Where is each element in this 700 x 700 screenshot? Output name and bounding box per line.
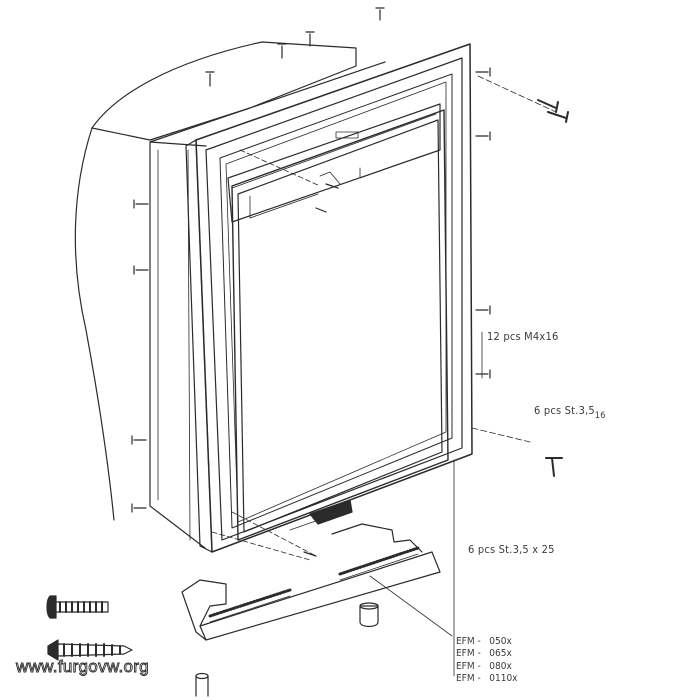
screw-detail-st — [47, 639, 133, 661]
cabinet-wall-outline — [91, 41, 357, 141]
screw-detail-m4 — [46, 595, 109, 619]
watermark-text: www.furgovw.org — [16, 657, 150, 677]
freezer-compartment — [227, 103, 441, 223]
spacer-parts — [195, 602, 379, 697]
leader-lines — [369, 75, 557, 677]
inner-frame — [219, 73, 453, 529]
fridge-door — [231, 109, 449, 541]
cabinet-wall-curve — [74, 127, 115, 521]
label-st-screws-short: 6 pcs St.3,516 — [534, 404, 606, 421]
screw-trajectories — [211, 149, 321, 561]
mounting-screws — [131, 7, 569, 557]
ventilation-grille — [181, 523, 441, 641]
label-m4-screws: 12 pcs M4x16 — [487, 330, 559, 343]
model-item: EFM - 050x — [456, 636, 512, 647]
label-st-screws-long: 6 pcs St.3,5 x 25 — [468, 543, 555, 556]
label-st-screws-short-sub: 16 — [594, 411, 606, 421]
model-item: EFM - 065x — [456, 648, 512, 660]
door-latch — [289, 499, 353, 531]
model-item: EFM - 080x — [456, 660, 512, 672]
model-list: EFM - 050x EFM - 065x EFM - 080x EFM - 0… — [456, 636, 518, 686]
label-st-screws-short-main: 6 pcs St.3,5 — [534, 404, 595, 417]
fridge-body — [149, 61, 386, 549]
mounting-frame — [185, 43, 473, 553]
model-item: EFM - 0110x — [456, 673, 518, 685]
